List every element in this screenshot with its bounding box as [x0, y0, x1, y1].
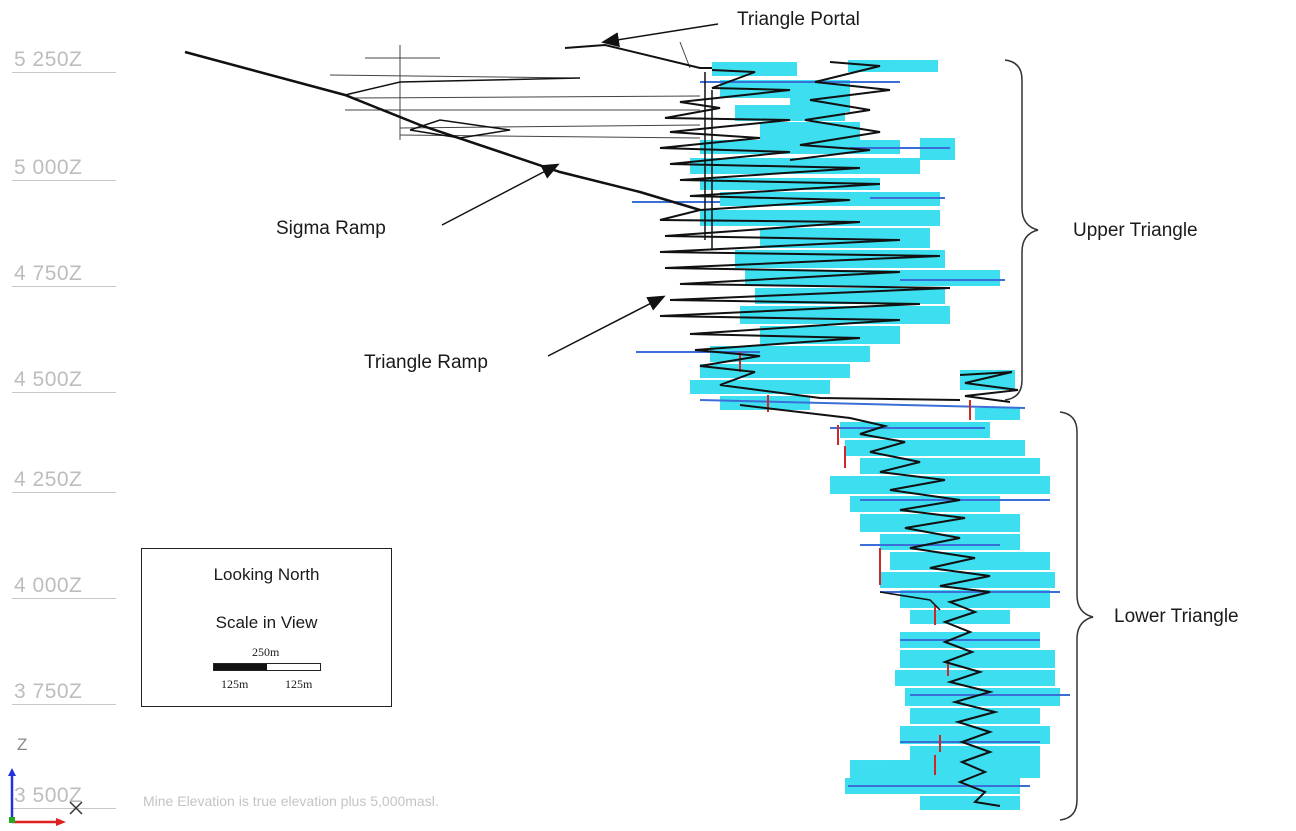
triangle-ramp-arrow: [547, 295, 666, 357]
triangle-portal-label: Triangle Portal: [737, 9, 860, 30]
elevation-label-5250: 5 250Z: [14, 48, 83, 71]
lower-ramp: [739, 404, 1001, 807]
axis-triad-icon: [8, 768, 83, 826]
scale-bar-left-label: 125m: [221, 677, 249, 691]
scale-text: Scale in View: [215, 613, 318, 632]
triangle-portal-arrow: [601, 23, 719, 48]
sigma-ramp-label: Sigma Ramp: [276, 218, 386, 239]
scale-bar-total-label: 250m: [252, 645, 280, 659]
elevation-line-3750: [12, 704, 116, 705]
elevation-label-3750: 3 750Z: [14, 680, 83, 703]
elevation-label-4750: 4 750Z: [14, 262, 83, 285]
portal-line: [564, 43, 712, 69]
elevation-line-4750: [12, 286, 116, 287]
elevation-label-4250: 4 250Z: [14, 468, 83, 491]
elevation-line-4000: [12, 598, 116, 599]
z-axis-label: Z: [17, 735, 28, 754]
scale-bar-black-half: [214, 664, 267, 670]
stopes-lower: [830, 408, 1060, 810]
elevation-label-4000: 4 000Z: [14, 574, 83, 597]
lower-triangle-label: Lower Triangle: [1114, 606, 1239, 627]
elevation-line-4500: [12, 392, 116, 393]
elevation-label-5000: 5 000Z: [14, 156, 83, 179]
upper-triangle-label: Upper Triangle: [1073, 220, 1198, 241]
surface-lines: [329, 41, 701, 140]
elevation-line-5000: [12, 180, 116, 181]
lower-triangle-brace: [1059, 411, 1094, 821]
elevation-line-5250: [12, 72, 116, 73]
elevation-line-4250: [12, 492, 116, 493]
triangle-ramp-label: Triangle Ramp: [364, 352, 488, 373]
upper-ramp: [659, 69, 961, 401]
scale-bar-right-label: 125m: [285, 677, 313, 691]
legend-box: Looking North Scale in View 250m 125m 12…: [141, 548, 392, 707]
elevation-label-4500: 4 500Z: [14, 368, 83, 391]
raises: [739, 352, 971, 775]
elevation-label-3500: 3 500Z: [14, 784, 83, 807]
view-direction-text: Looking North: [213, 565, 320, 584]
elevation-line-3500: [12, 808, 116, 809]
scale-bar: [213, 663, 321, 671]
upper-triangle-brace: [1004, 59, 1039, 401]
sigma-ramp: [184, 50, 701, 212]
stopes-upper: [690, 60, 1015, 410]
elevation-footnote: Mine Elevation is true elevation plus 5,…: [143, 793, 439, 809]
sigma-ramp-arrow: [441, 163, 560, 226]
